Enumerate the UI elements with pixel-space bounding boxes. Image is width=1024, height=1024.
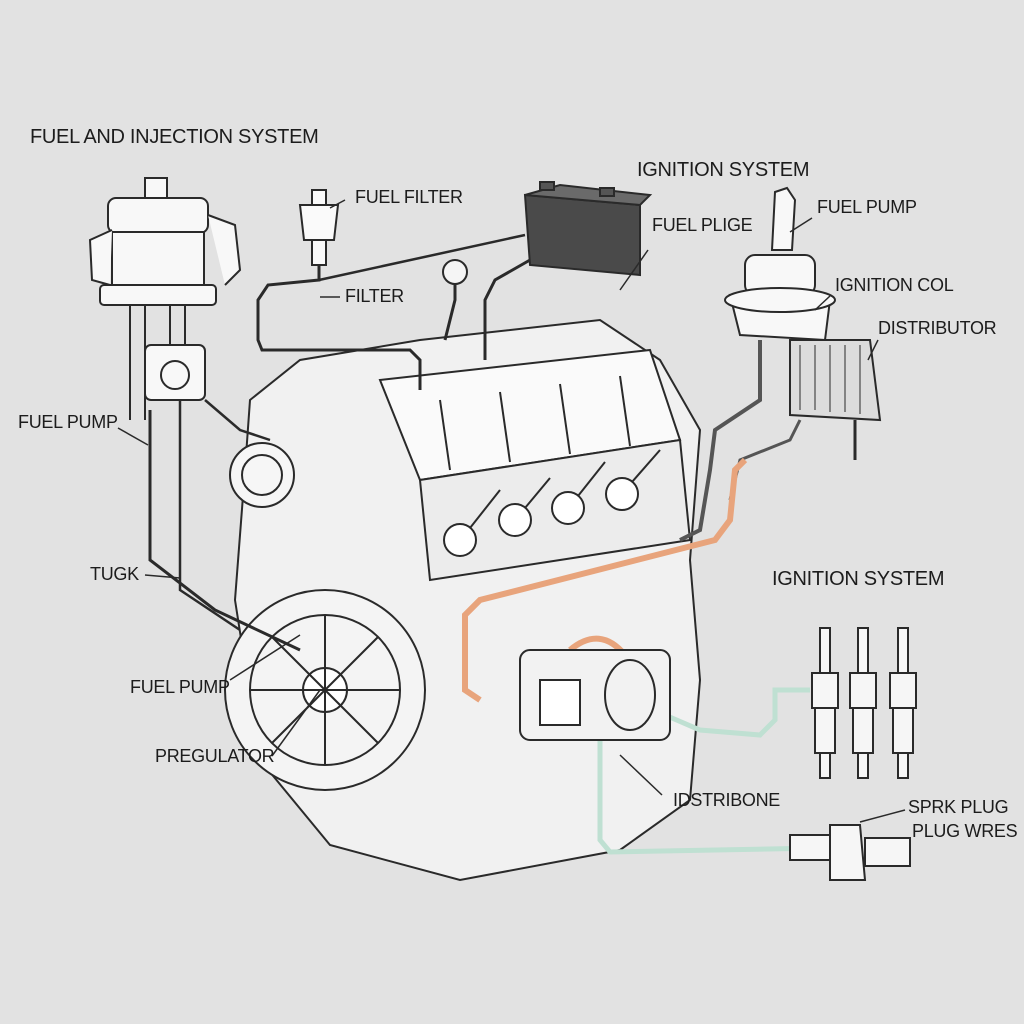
label-pregulator: PREGULATOR — [155, 746, 275, 766]
label-fuel-pump-bottom: FUEL PUMP — [130, 677, 230, 697]
label-tugk: TUGK — [90, 564, 139, 584]
spark-plug-horizontal — [789, 824, 911, 881]
cylinder-head-ribs — [439, 375, 631, 471]
label-filter: FILTER — [345, 286, 404, 306]
label-fuel-pump-top: FUEL PUMP — [817, 197, 917, 217]
title-ignition-system-top: IGNITION SYSTEM — [637, 159, 810, 181]
teal-pipe — [597, 730, 821, 855]
throttle-body — [519, 649, 671, 741]
battery — [523, 181, 653, 277]
label-idstribone: IDSTRIBONE — [673, 790, 781, 810]
label-plug-wires: PLUG WRES — [912, 821, 1018, 841]
flywheel — [224, 589, 426, 791]
fuel-filter-canister — [88, 177, 242, 420]
inline-fuel-filter — [298, 189, 340, 266]
injectors — [443, 449, 661, 557]
label-distributor: DISTRIBUTOR — [878, 318, 997, 338]
spark-plugs — [811, 627, 917, 779]
distributor-assembly — [724, 186, 882, 460]
intake-port — [229, 442, 295, 508]
label-fuel-plige: FUEL PLIGE — [652, 215, 753, 235]
orange-pipe — [462, 457, 748, 703]
title-ignition-system-mid: IGNITION SYSTEM — [772, 568, 945, 590]
label-ignition-coil: IGNITION COL — [835, 275, 954, 295]
label-fuel-filter: FUEL FILTER — [355, 187, 463, 207]
label-spark-plug: SPRK PLUG — [908, 797, 1009, 817]
label-fuel-pump-left: FUEL PUMP — [18, 412, 118, 432]
title-fuel-injection-system: FUEL AND INJECTION SYSTEM — [30, 126, 319, 148]
